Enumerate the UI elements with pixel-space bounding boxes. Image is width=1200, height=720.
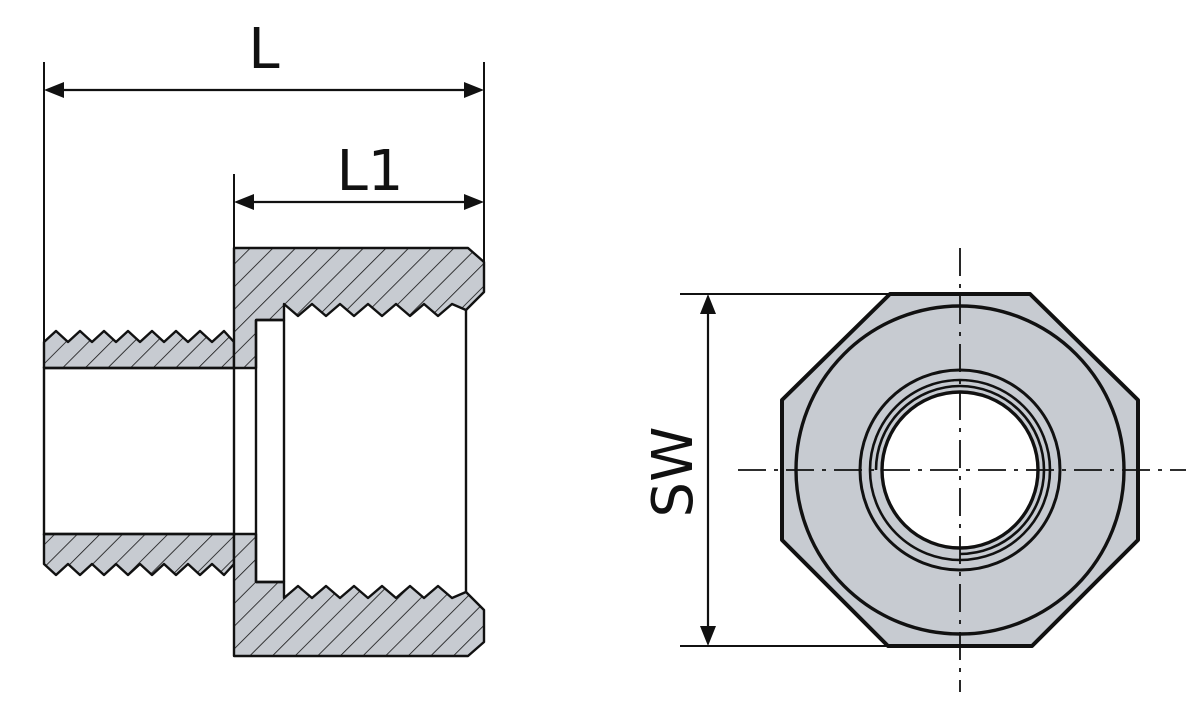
front-hex-view: SW [641,248,1186,692]
dimension-sw: SW [641,293,890,647]
dimension-l-label: L [248,17,279,82]
dimension-l: L [44,17,484,98]
dimension-l1: L1 [234,139,484,210]
male-thread-lower-wall [42,532,236,577]
thread-inner-spiral [874,384,1046,556]
male-thread-upper-wall [42,329,236,370]
side-section-view: L L1 [42,17,486,658]
dimension-l1-label: L1 [337,139,404,204]
male-bore-outline [42,366,236,536]
dimension-sw-label: SW [641,427,706,518]
female-body-upper-wall [232,246,486,370]
female-body-lower-wall [232,532,486,658]
thread-spiral-ring [868,378,1052,562]
